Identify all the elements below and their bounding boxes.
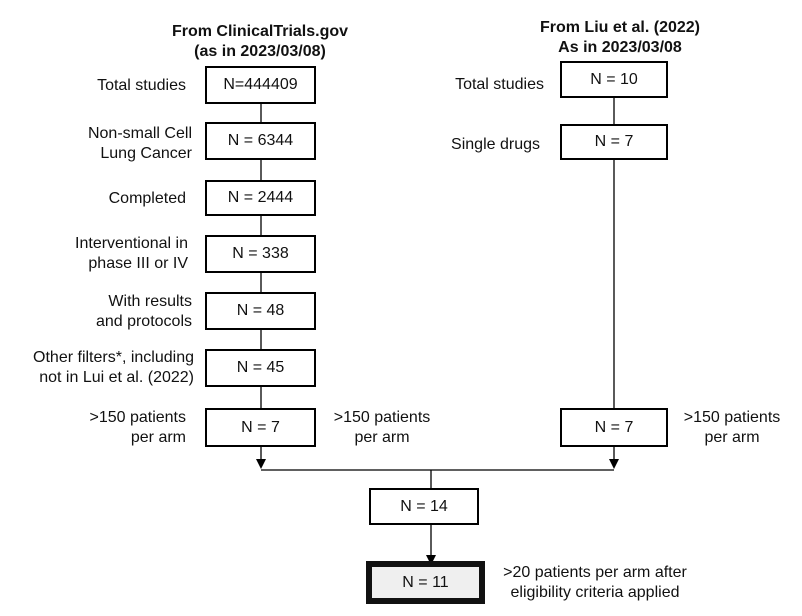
right-header-line-2: As in 2023/03/08 [558, 39, 682, 56]
right-count-box-2: N = 7 [560, 124, 668, 160]
left-step-label-7: >150 patients per arm [89, 409, 186, 446]
right-side-note: >150 patients per arm [683, 409, 781, 446]
left-step-label-1: Total studies [97, 77, 186, 94]
left-step-label-5: With results and protocols [95, 293, 192, 330]
left-count-box-3: N = 2444 [205, 180, 316, 216]
right-step-label-1: Total studies [455, 76, 544, 93]
arrowhead-left [256, 459, 266, 469]
left-count-box-7: N = 7 [205, 408, 316, 447]
left-side-note: >150 patients per arm [333, 409, 431, 446]
left-header: From ClinicalTrials.gov (as in 2023/03/0… [150, 22, 370, 62]
left-count-box-4: N = 338 [205, 235, 316, 273]
left-step-label-4: Interventional in phase III or IV [75, 235, 188, 272]
merged-count-box: N = 14 [369, 488, 479, 525]
right-header-line-1: From Liu et al. (2022) [539, 19, 701, 36]
left-header-line-1: From ClinicalTrials.gov [171, 23, 349, 40]
left-step-label-2: Non-small Cell Lung Cancer [87, 125, 192, 162]
right-header: From Liu et al. (2022) As in 2023/03/08 [515, 18, 725, 58]
final-note: >20 patients per arm after eligibility c… [503, 564, 687, 601]
left-step-label-6: Other filters*, including not in Lui et … [33, 349, 194, 386]
left-count-box-5: N = 48 [205, 292, 316, 330]
final-count-box: N = 11 [366, 561, 485, 604]
left-header-line-2: (as in 2023/03/08) [194, 43, 326, 60]
arrowhead-right [609, 459, 619, 469]
arrowhead-final [426, 555, 436, 565]
right-count-box-3: N = 7 [560, 408, 668, 447]
left-count-box-2: N = 6344 [205, 122, 316, 160]
right-step-label-2: Single drugs [451, 136, 540, 153]
left-count-box-1: N=444409 [205, 66, 316, 104]
right-count-box-1: N = 10 [560, 61, 668, 98]
left-count-box-6: N = 45 [205, 349, 316, 387]
left-step-label-3: Completed [108, 190, 186, 207]
